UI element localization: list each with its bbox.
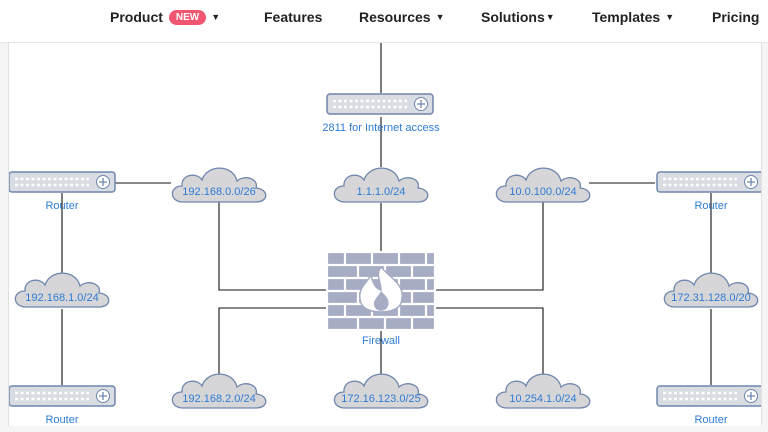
cloud-top-right-label: 10.0.100.0/24 xyxy=(509,186,576,198)
router-top-left-label: Router xyxy=(45,200,78,212)
firewall[interactable]: Firewall xyxy=(325,250,437,347)
cloud-bottom-3[interactable]: 10.254.1.0/24 xyxy=(495,373,591,409)
nav-product-label: Product xyxy=(110,9,163,25)
nav-solutions-label: Solutions xyxy=(481,9,545,25)
cloud-mid-right[interactable]: 172.31.128.0/20 xyxy=(663,272,759,308)
router-top-left[interactable]: Router xyxy=(9,170,117,212)
nav-resources-label: Resources xyxy=(359,9,431,25)
cloud-mid-left[interactable]: 192.168.1.0/24 xyxy=(14,272,110,308)
chevron-down-icon: ▼ xyxy=(211,12,221,22)
firewall-label: Firewall xyxy=(362,335,400,347)
router-icon xyxy=(9,170,117,194)
router-top-right-label: Router xyxy=(694,200,727,212)
diagram-canvas: 2811 for Internet access Router Router R… xyxy=(8,43,762,426)
new-badge: NEW xyxy=(168,10,207,25)
cloud-top-center-label: 1.1.1.0/24 xyxy=(357,186,406,198)
router-bottom-left-label: Router xyxy=(45,414,78,426)
cloud-bottom-1-label: 192.168.2.0/24 xyxy=(182,393,255,405)
nav-templates[interactable]: Templates ▼ xyxy=(592,7,674,27)
router-bottom-right[interactable]: Router xyxy=(655,384,761,426)
internet-router[interactable]: 2811 for Internet access xyxy=(322,92,440,134)
router-bottom-right-label: Router xyxy=(694,414,727,426)
router-top-right[interactable]: Router xyxy=(655,170,761,212)
network-diagram: 2811 for Internet access Router Router R… xyxy=(9,43,761,426)
nav-resources[interactable]: Resources ▼ xyxy=(359,7,445,27)
router-icon xyxy=(655,384,761,408)
nav-features[interactable]: Features xyxy=(264,7,322,27)
cloud-top-left[interactable]: 192.168.0.0/26 xyxy=(171,167,267,203)
router-icon xyxy=(9,384,117,408)
top-navigation: Product NEW ▼ Features Resources ▼ Solution… xyxy=(0,0,768,43)
chevron-down-icon: ▼ xyxy=(665,12,675,22)
nav-pricing[interactable]: Pricing xyxy=(712,7,759,27)
cloud-bottom-1[interactable]: 192.168.2.0/24 xyxy=(171,373,267,409)
cloud-bottom-2-label: 172.16.123.0/25 xyxy=(341,393,421,405)
nav-solutions[interactable]: Solutions▼ xyxy=(481,7,555,27)
connection-lines xyxy=(61,43,712,385)
nav-templates-label: Templates xyxy=(592,9,661,25)
cloud-top-left-label: 192.168.0.0/26 xyxy=(182,186,255,198)
cloud-bottom-2[interactable]: 172.16.123.0/25 xyxy=(333,373,429,409)
internet-router-label: 2811 for Internet access xyxy=(322,122,440,134)
router-icon xyxy=(325,92,435,116)
firewall-icon xyxy=(325,250,437,332)
cloud-top-right[interactable]: 10.0.100.0/24 xyxy=(495,167,591,203)
nav-pricing-label: Pricing xyxy=(712,9,760,25)
cloud-top-center[interactable]: 1.1.1.0/24 xyxy=(333,167,429,203)
router-bottom-left[interactable]: Router xyxy=(9,384,117,426)
chevron-down-icon: ▼ xyxy=(545,12,555,22)
chevron-down-icon: ▼ xyxy=(435,12,445,22)
nav-product[interactable]: Product NEW ▼ xyxy=(110,7,220,27)
cloud-mid-right-label: 172.31.128.0/20 xyxy=(671,292,751,304)
cloud-mid-left-label: 192.168.1.0/24 xyxy=(25,292,98,304)
cloud-bottom-3-label: 10.254.1.0/24 xyxy=(509,393,576,405)
nav-features-label: Features xyxy=(264,9,323,25)
router-icon xyxy=(655,170,761,194)
